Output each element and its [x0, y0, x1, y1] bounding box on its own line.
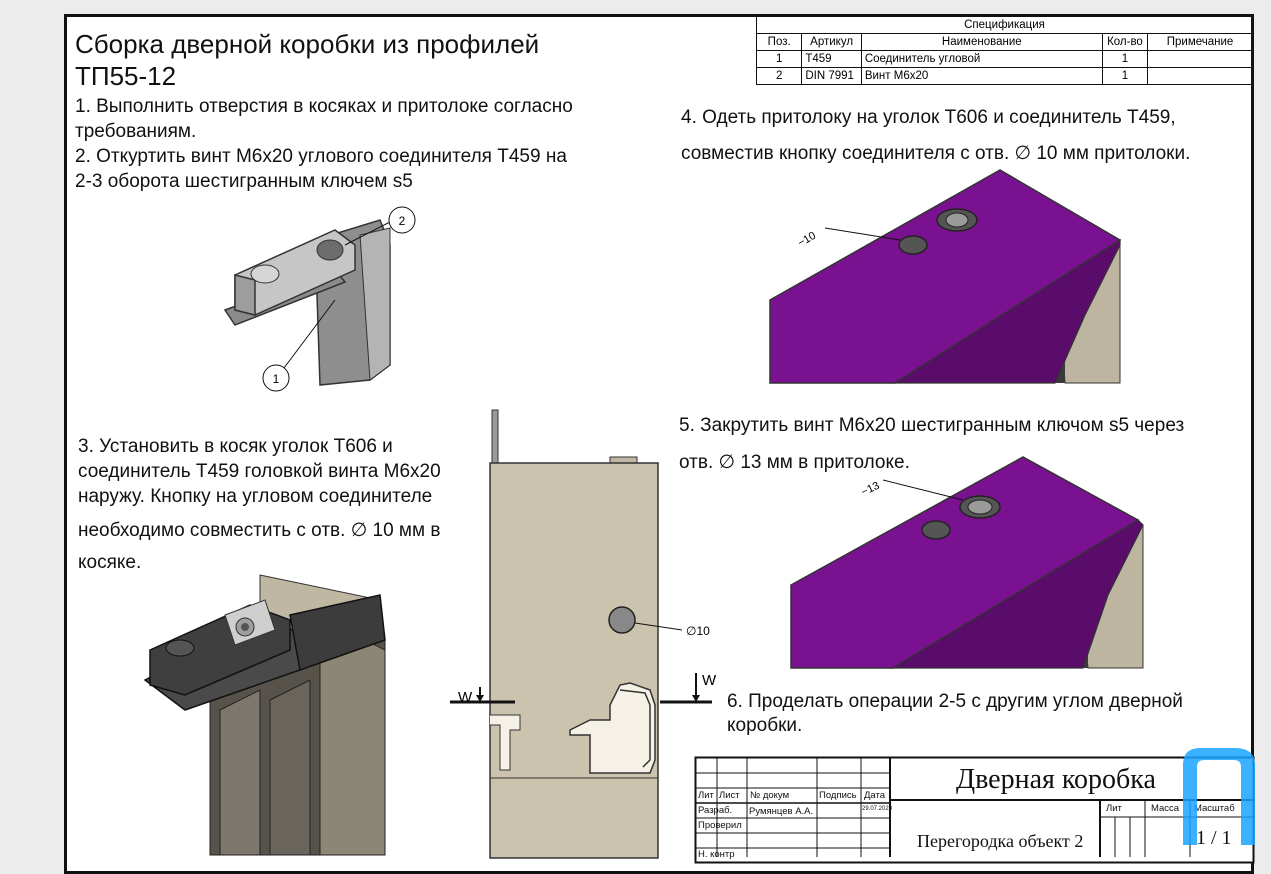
tb-masshtab: Масштаб [1194, 803, 1235, 814]
tb-object-name: Перегородка объект 2 [917, 831, 1084, 851]
section-mark-w-right: W [702, 672, 717, 689]
tb-doc: № докум [750, 790, 790, 801]
spec-header-name: Наименование [860, 33, 1103, 51]
step-3-line5: косяке. [78, 552, 142, 573]
step-4-line2: совместив кнопку соединителя с отв. ∅ 10… [681, 143, 1191, 164]
spec-header-qty: Кол-во [1101, 33, 1149, 51]
callout-1: 1 [273, 372, 280, 386]
tb-razrab: Разраб. [698, 805, 733, 816]
spec-cell: Т459 [801, 50, 862, 68]
dim-d13-header: −13 [859, 480, 881, 499]
tb-lit-2: Лит [1106, 803, 1122, 814]
dim-d10-header: −10 [796, 230, 818, 250]
drawing-title-line1: Сборка дверной коробки из профилей [75, 29, 540, 59]
step-2-line1: 2. Откуртить винт М6х20 углового соедини… [75, 146, 567, 167]
step-3-line4: необходимо совместить с отв. ∅ 10 мм в [78, 520, 441, 541]
step-3-line3: наружу. Кнопку на угловом соединителе [78, 486, 433, 507]
table-row: 1 Т459 Соединитель угловой 1 [755, 50, 1253, 68]
spec-cell: 1 [1101, 50, 1149, 68]
drawing-title-line2: ТП55-12 [75, 61, 177, 91]
tb-product-name: Дверная коробка [956, 764, 1156, 795]
spec-header-note: Примечание [1147, 33, 1253, 51]
table-row: 2 DIN 7991 Винт М6х20 1 [755, 67, 1253, 85]
specification-table: Спецификация Поз. Артикул Наименование К… [755, 16, 1253, 85]
step-5-line2: отв. ∅ 13 мм в притолоке. [679, 452, 910, 473]
corner-connector-drawing: 2 1 [223, 206, 416, 392]
tb-sign: Подпись [819, 790, 857, 801]
tb-scale-value: 1 / 1 [1196, 827, 1232, 849]
tb-lit: Лит [698, 790, 714, 801]
tb-proveril: Проверил [698, 820, 742, 831]
spec-cell: DIN 7991 [801, 67, 862, 85]
spec-cell [1147, 50, 1253, 68]
spec-header-pos: Поз. [755, 33, 803, 51]
tb-author: Румянцев А.А. [749, 806, 814, 817]
step-5-line1: 5. Закрутить винт М6х20 шестигранным клю… [679, 415, 1185, 436]
step-2-line2: 2-3 оборота шестигранным ключем s5 [75, 171, 413, 192]
spec-cell: 1 [755, 50, 803, 68]
spec-cell: 1 [1101, 67, 1149, 85]
step-3-line1: 3. Установить в косяк уголок Т606 и [78, 436, 393, 457]
spec-caption-row: Спецификация [756, 16, 1253, 34]
step-4-line1: 4. Одеть притолоку на уголок Т606 и соед… [681, 107, 1176, 128]
step-1-line2: требованиям. [75, 121, 197, 142]
step-6-line1: 6. Проделать операции 2-5 с другим углом… [727, 691, 1183, 712]
spec-cell: Соединитель угловой [860, 50, 1103, 68]
spec-caption: Спецификация [756, 16, 1253, 34]
spec-header-row: Поз. Артикул Наименование Кол-во Примеча… [755, 33, 1253, 51]
section-mark-w-left: W [458, 689, 473, 706]
step-6-line2: коробки. [727, 715, 803, 736]
tb-date: Дата [864, 790, 886, 801]
step-1-line1: 1. Выполнить отверстия в косяках и прито… [75, 96, 573, 117]
tb-massa: Масса [1151, 803, 1180, 814]
step-3-line2: соединитель Т459 головкой винта М6х20 [78, 461, 441, 482]
spec-cell: 2 [755, 67, 803, 85]
dim-d10-jamb: ∅10 [686, 624, 710, 638]
jamb-section-drawing: ∅10 W W [450, 409, 717, 859]
tb-date-value: 29.07.2020 [862, 806, 893, 812]
brand-logo-icon [1183, 748, 1255, 845]
callout-2: 2 [399, 214, 406, 228]
drawing-sheet: Сборка дверной коробки из профилей ТП55-… [64, 14, 1255, 874]
frame-corner-drawing [143, 574, 386, 856]
spec-header-article: Артикул [801, 33, 862, 51]
tb-list: Лист [719, 790, 740, 801]
header-drawing-step5: −13 [790, 456, 1144, 669]
header-drawing-step4: −10 [769, 169, 1122, 384]
spec-cell [1147, 67, 1253, 85]
spec-cell: Винт М6х20 [860, 67, 1103, 85]
